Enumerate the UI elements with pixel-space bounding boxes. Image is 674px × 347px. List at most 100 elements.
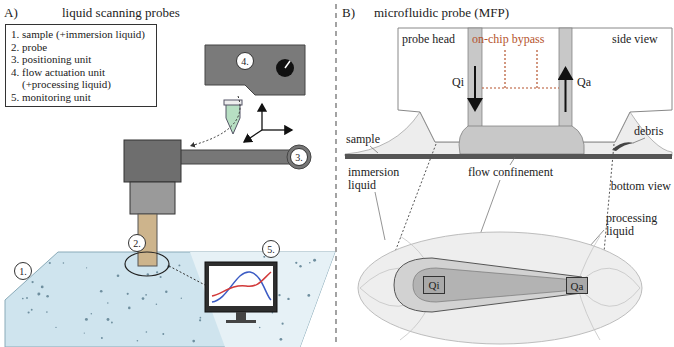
drawing-circle [287,145,311,169]
drawing-path [212,272,271,296]
view-label: bottom view [611,180,671,193]
outlet-aperture: Qa [566,277,588,294]
sample-dot [55,327,56,328]
sample-surface [345,154,672,159]
drawing-g [22,255,316,342]
sample-dot [63,262,65,264]
sample-dot [46,295,49,298]
sample-slab [5,252,335,347]
sample-dot [287,298,289,300]
drawing-rect [559,28,572,128]
sample-dot [295,262,297,264]
sample-dot [147,273,149,275]
drawing-path [205,45,305,95]
drawing-circle [276,59,294,77]
debris-particle [612,142,634,151]
part-label: flow confinement [468,166,553,179]
sample-dot [49,262,51,264]
sample-dot [46,311,48,313]
drawing-line [261,104,262,130]
sample-dot [178,264,180,266]
probe [124,140,205,285]
sample-dot [86,267,87,268]
sample-dot [278,294,280,296]
sample-dot [199,319,201,321]
callout-number: 2. [128,234,146,252]
sample-dot [128,307,131,310]
sample-dot [107,302,108,303]
sample-dot [117,274,120,277]
sample-dot [282,323,284,325]
drawing-path [212,272,271,302]
probe-head [398,28,672,154]
drawing-line [285,61,290,68]
callout-number: 3. [290,148,308,166]
list-item: 2. probe [11,41,151,54]
callout-number: 5. [262,240,280,258]
sample-dot [160,276,162,278]
node-text: 3. [295,152,303,163]
part-label: sample [346,133,380,146]
bypass-label: on-chip bypass [472,33,544,46]
drawing-line [370,146,378,153]
sample-dot [22,298,24,300]
sample-dot [165,290,167,292]
drawing-rect [205,262,277,312]
sample-dot [200,317,202,319]
sample-dot [91,313,93,315]
drawing-path [190,96,240,146]
sample-dot [259,327,260,328]
node-text: 2. [133,238,141,249]
callout-number: 1. [14,262,32,280]
panel-title: liquid scanning probes [62,5,180,20]
drawing-rect [180,150,292,164]
drawing-line [375,192,385,240]
axes-symbol [244,104,292,142]
view-label: side view [612,33,658,46]
part-label: debris [634,125,663,138]
sample-dot [280,338,283,341]
sample-dot [145,294,147,296]
sample-dot [101,337,103,339]
sample-dot [127,293,129,295]
list-item: 1. sample (+immersion liquid) [11,28,151,41]
drawing-path [413,268,576,302]
part-label: probe head [402,33,455,46]
drawing-rect [209,266,273,306]
sample-dot [313,259,316,262]
drawing-ellipse [125,252,169,276]
sample-dot [84,332,85,333]
drawing-line [565,68,567,112]
drawing-polygon [5,252,335,347]
drawing-rect [130,182,175,214]
sample-dot [111,322,113,324]
sample-dot [28,311,30,313]
sample-dot [309,262,311,264]
sample-dot [31,309,33,311]
drawing-rect [226,320,256,323]
sample-dot [41,286,44,289]
drawing-polygon [190,252,335,347]
sample-dot [137,340,139,342]
callout-number: 4. [236,52,254,70]
drawing-rect [124,140,181,182]
flow-label: Qa [577,76,591,89]
list-item: 3. positioning unit [11,53,151,66]
drawing-path [394,258,587,312]
bottom-view [358,232,642,344]
drawing-line [474,66,476,110]
flow-actuation-unit [190,45,305,146]
drawing-line [169,266,205,285]
drawing-g [360,236,640,340]
legend-list-box: 1. sample (+immersion liquid)2. probe3. … [5,24,157,107]
sample-dot [31,281,33,283]
sample-dot [26,297,28,299]
drawing-path [459,126,584,154]
node-text: Qi [429,279,440,291]
drawing-rect [236,312,246,320]
sample-dot [307,294,310,297]
panel-title: microfluidic probe (MFP) [374,5,509,20]
drawing-line [395,144,436,252]
sample-dot [100,290,103,293]
